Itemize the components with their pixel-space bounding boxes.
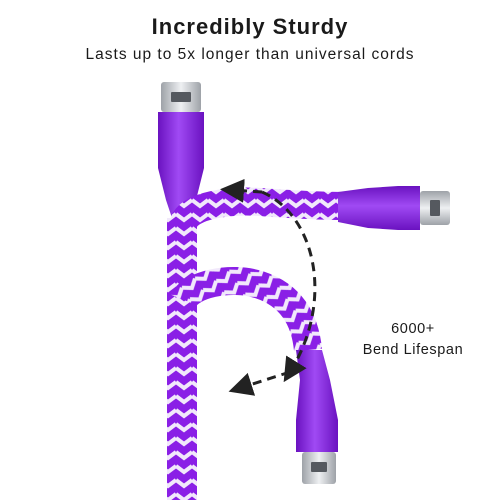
bend-count: 6000+ — [391, 321, 435, 337]
bend-arc-dashed — [261, 190, 317, 383]
connector-housing-bottom — [296, 350, 338, 452]
vertical-cable — [158, 82, 204, 500]
subheadline: Lasts up to 5x longer than universal cor… — [85, 46, 415, 63]
bend-lifespan-label: 6000+ Bend Lifespan — [338, 319, 488, 361]
bent-cable-upper — [170, 186, 450, 230]
bend-arrow-bottom — [228, 370, 291, 396]
braided-cable-vertical — [167, 218, 197, 500]
bend-arrow-top — [220, 178, 263, 203]
connector-housing-top — [158, 112, 204, 218]
bend-lifespan-text: Bend Lifespan — [362, 342, 464, 358]
connector-housing-right — [338, 186, 420, 230]
headline: Incredibly Sturdy — [151, 14, 349, 39]
